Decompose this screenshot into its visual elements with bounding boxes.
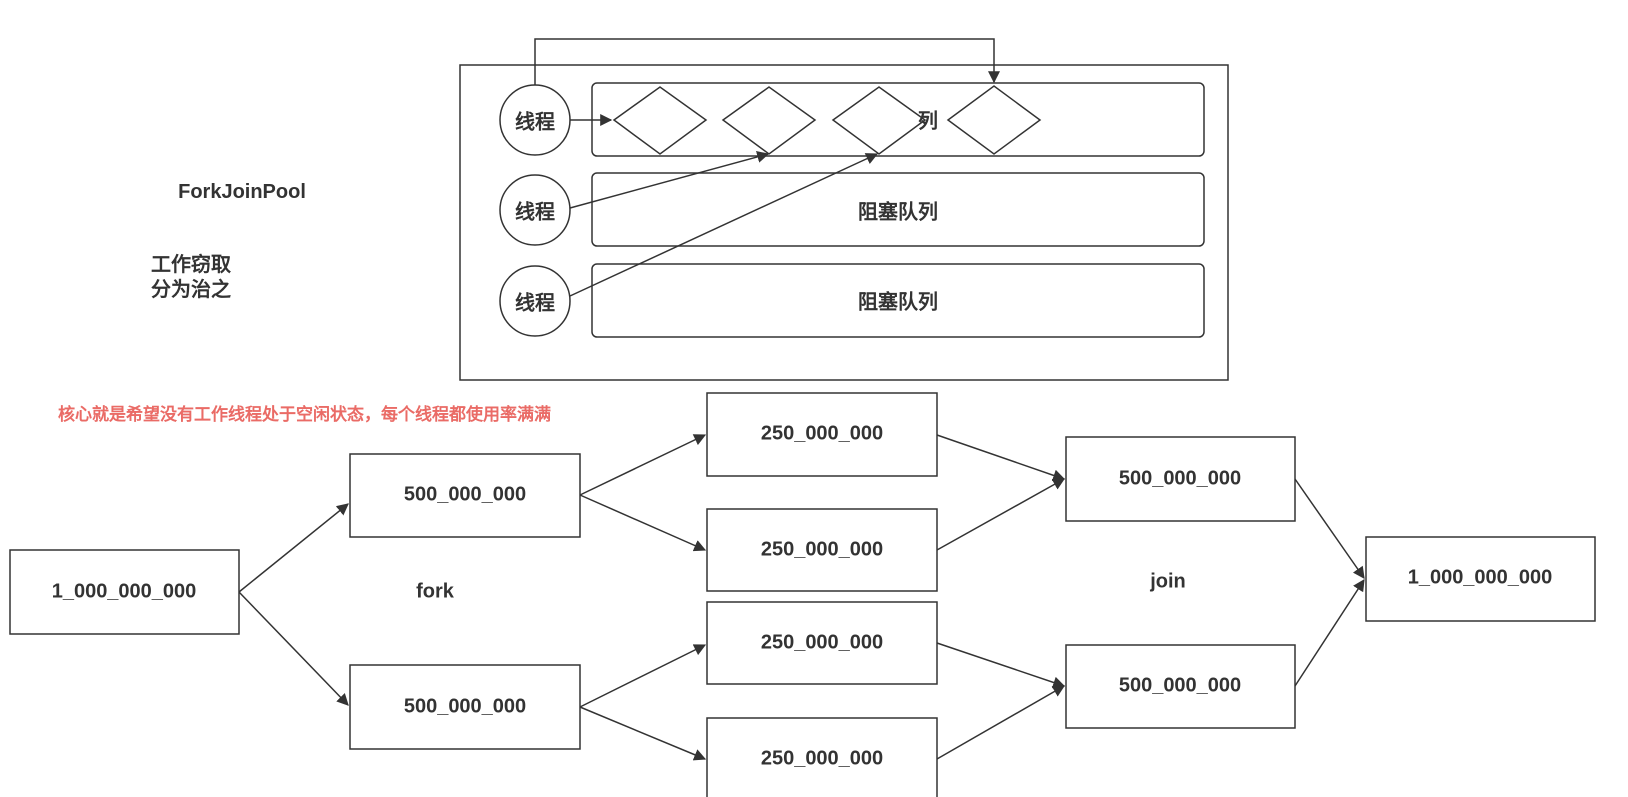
fork-l1-value-2: 500_000_000 bbox=[403, 695, 527, 718]
result-box bbox=[1365, 536, 1596, 622]
thread-circle-3 bbox=[499, 265, 571, 337]
loop-arrow bbox=[534, 38, 1000, 85]
fork-arrow-b-2 bbox=[579, 706, 707, 761]
join-l1-value-2: 500_000_000 bbox=[1118, 674, 1242, 697]
join-label: join bbox=[1150, 570, 1186, 593]
pool-title: ForkJoinPool bbox=[178, 181, 306, 203]
thread-label-3: 线程 bbox=[515, 292, 555, 315]
root-box bbox=[9, 549, 240, 635]
fork-arrow-a-2 bbox=[579, 494, 707, 552]
join-arrow-2 bbox=[936, 478, 1066, 551]
task-diamond-1 bbox=[612, 86, 708, 155]
result-value: 1_000_000_000 bbox=[1407, 566, 1553, 589]
fork-l2-box-4 bbox=[706, 717, 938, 797]
fork-l2-box-1 bbox=[706, 392, 938, 477]
pool-container bbox=[459, 64, 1229, 381]
queue-label-3: 阻塞队列 bbox=[858, 291, 938, 314]
fork-l2-box-2 bbox=[706, 508, 938, 592]
fork-l2-box-3 bbox=[706, 601, 938, 685]
fork-arrow-root-2 bbox=[238, 591, 349, 706]
fork-l2-value-2: 250_000_000 bbox=[760, 538, 884, 561]
join-arrow-3 bbox=[936, 642, 1066, 689]
fork-l2-value-4: 250_000_000 bbox=[760, 747, 884, 770]
task-diamond-4 bbox=[946, 85, 1042, 155]
join-l1-box-1 bbox=[1065, 436, 1296, 522]
thread-circle-2 bbox=[499, 174, 571, 246]
queue-label-1: 列 bbox=[918, 110, 938, 133]
join-l1-box-2 bbox=[1065, 644, 1296, 729]
queue-label-2: 阻塞队列 bbox=[858, 201, 938, 224]
subtitle-line-1: 工作窃取 bbox=[151, 254, 231, 276]
fork-l2-value-1: 250_000_000 bbox=[760, 422, 884, 445]
join-arrow-6 bbox=[1294, 578, 1365, 687]
subtitle-line-2: 分为治之 bbox=[151, 279, 231, 301]
task-diamond-3 bbox=[831, 86, 927, 155]
join-l1-value-1: 500_000_000 bbox=[1118, 467, 1242, 490]
fork-l1-box-1 bbox=[349, 453, 581, 538]
fork-label: fork bbox=[416, 580, 454, 603]
steal-arrow-thread-2 bbox=[569, 151, 770, 209]
steal-arrow-thread-3 bbox=[569, 153, 879, 297]
thread-label-2: 线程 bbox=[515, 201, 555, 224]
task-diamond-2 bbox=[721, 86, 817, 155]
join-arrow-4 bbox=[936, 685, 1066, 760]
fork-arrow-b-1 bbox=[579, 644, 707, 708]
join-arrow-1 bbox=[936, 434, 1066, 482]
queue-box-2 bbox=[591, 172, 1205, 247]
fork-arrow-a-1 bbox=[579, 434, 707, 496]
fork-l2-value-3: 250_000_000 bbox=[760, 631, 884, 654]
join-arrow-5 bbox=[1294, 478, 1365, 579]
fork-arrow-root-1 bbox=[238, 503, 349, 593]
core-note: 核心就是希望没有工作线程处于空闲状态，每个线程都使用率满满 bbox=[58, 405, 551, 424]
thread-label-1: 线程 bbox=[515, 111, 555, 134]
root-value: 1_000_000_000 bbox=[51, 580, 197, 603]
fork-l1-value-1: 500_000_000 bbox=[403, 483, 527, 506]
queue-box-3 bbox=[591, 263, 1205, 338]
fork-l1-box-2 bbox=[349, 664, 581, 750]
